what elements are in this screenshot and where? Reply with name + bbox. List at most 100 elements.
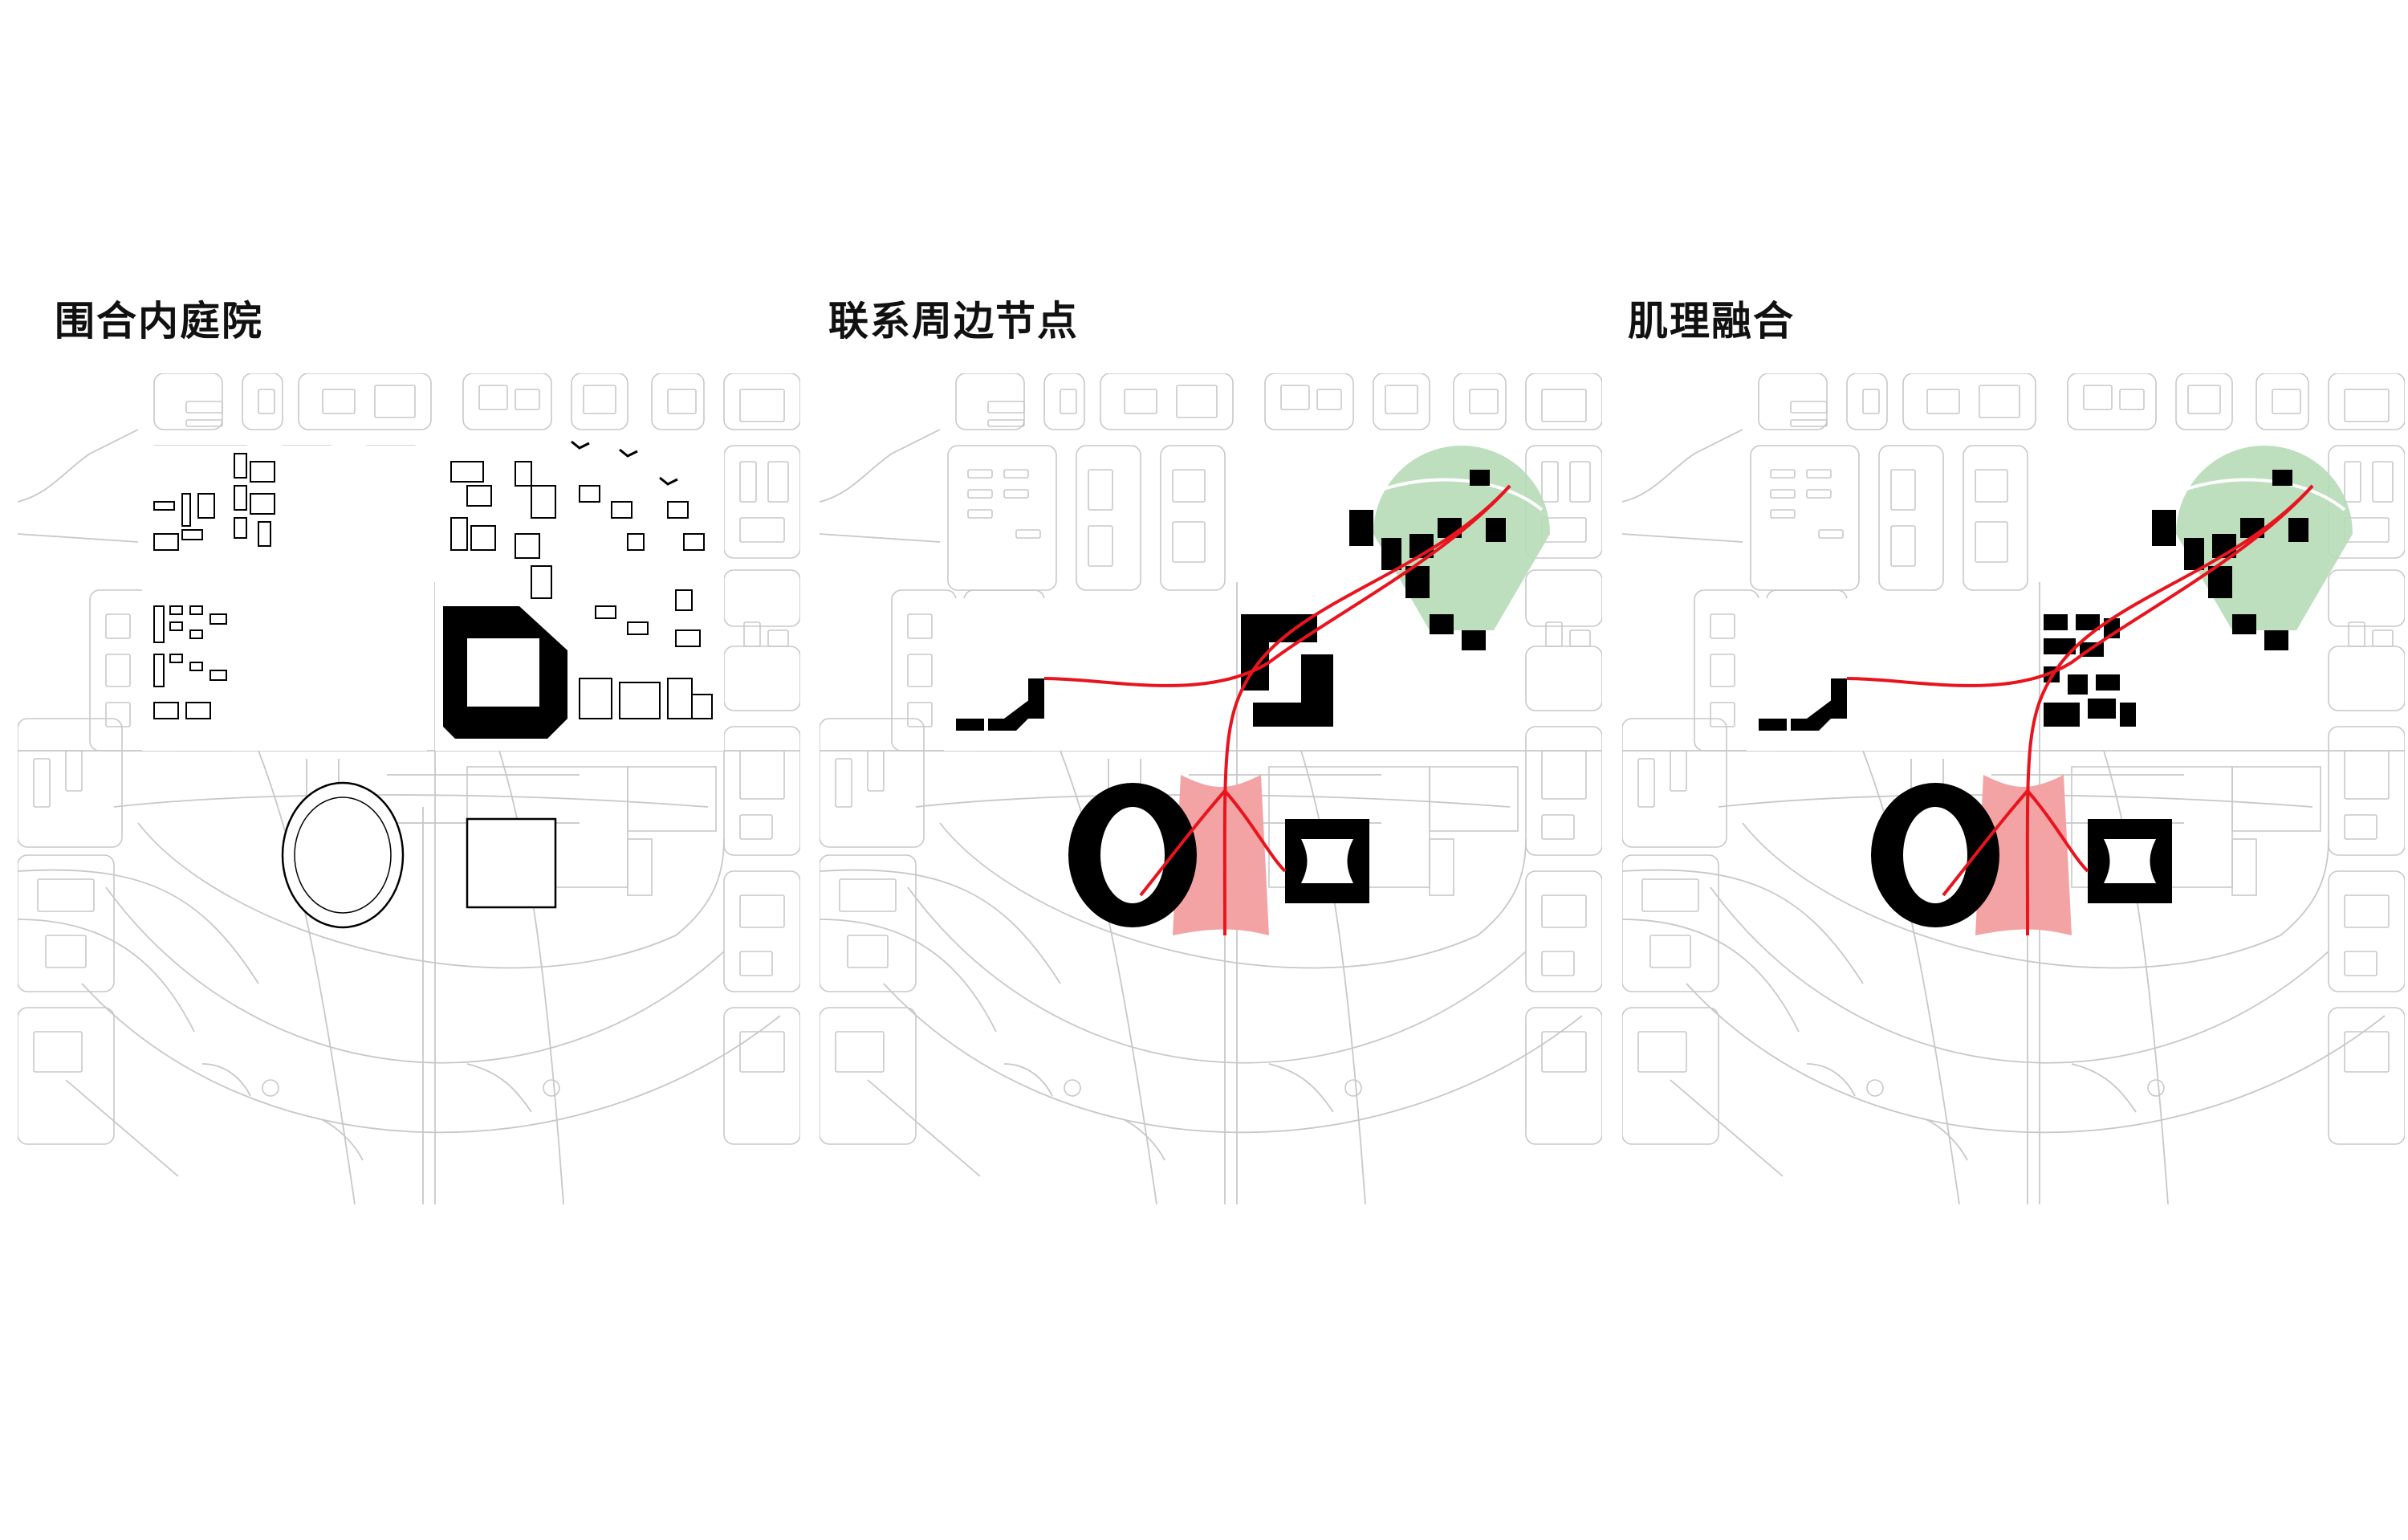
outline-building <box>515 533 540 559</box>
arena-void <box>2104 839 2156 883</box>
outline-building <box>470 525 496 551</box>
focus-block-west <box>142 446 427 751</box>
outline-building <box>181 529 203 540</box>
building-block <box>2044 638 2076 654</box>
arena-void <box>1301 839 1353 883</box>
site-plan-2 <box>820 373 1602 1204</box>
outline-building <box>169 621 183 631</box>
building-block <box>2184 538 2204 570</box>
stadium-outline <box>281 781 405 929</box>
outline-building <box>531 565 552 599</box>
outline-building <box>234 517 247 539</box>
panel-title-2: 联系周边节点 <box>828 298 1079 344</box>
focus-block <box>1747 598 2032 751</box>
site-plan-3 <box>1622 373 2405 1204</box>
inner-courtyard <box>467 638 539 707</box>
outline-building <box>189 605 203 615</box>
outline-building <box>619 682 661 719</box>
outline-building <box>515 461 532 487</box>
diagram-panel-2 <box>820 373 1602 1204</box>
panel-title-3: 肌理融合 <box>1628 298 1795 344</box>
angled-building <box>1004 695 1044 731</box>
site-plan-1 <box>18 373 800 1204</box>
outline-building <box>250 461 275 483</box>
outline-building <box>466 485 492 507</box>
building-block <box>1381 538 1401 570</box>
outline-building <box>181 493 191 527</box>
stadium-field <box>1100 807 1165 903</box>
panel-title-1: 围合内庭院 <box>55 298 263 344</box>
connection-line <box>1223 789 1287 873</box>
outline-building <box>234 485 247 511</box>
outline-building <box>531 485 556 519</box>
connection-line <box>1139 789 1226 897</box>
arena-outline <box>466 817 557 909</box>
bracket-building-bottom <box>1253 654 1333 727</box>
outline-building <box>619 448 638 458</box>
context-map <box>1622 373 2405 1204</box>
connection-line <box>1942 789 2029 897</box>
diagram-panel-3 <box>1622 373 2405 1204</box>
outline-building <box>258 521 271 547</box>
building-block <box>2088 699 2116 719</box>
outline-building <box>209 613 227 625</box>
outline-building <box>571 440 590 450</box>
outline-building <box>197 493 215 519</box>
outline-building <box>627 533 645 551</box>
stadium-field <box>1903 807 1967 903</box>
building-block <box>1791 719 1811 731</box>
building-block <box>2288 518 2308 542</box>
bracket-building-top <box>1241 614 1317 691</box>
building-block <box>1430 614 1454 634</box>
building-block <box>2264 630 2288 650</box>
building-block <box>1486 518 1506 542</box>
focus-block <box>944 598 1229 751</box>
outline-building <box>579 678 612 719</box>
outline-building <box>579 485 600 503</box>
outline-building <box>189 629 203 639</box>
connection-line <box>2026 789 2089 873</box>
building-block <box>2232 614 2256 634</box>
outline-building <box>667 678 693 719</box>
outline-building <box>675 589 693 611</box>
outline-building <box>169 654 183 663</box>
building-block <box>2120 703 2136 727</box>
outline-building <box>153 605 165 643</box>
outline-building <box>153 533 179 551</box>
outline-building <box>691 694 713 719</box>
outline-building <box>189 662 203 671</box>
building-block <box>2044 703 2080 727</box>
building-block <box>956 719 984 731</box>
outline-building <box>595 605 616 619</box>
context-map <box>18 373 800 1204</box>
outline-building <box>153 702 179 719</box>
building-block <box>2152 510 2176 546</box>
angled-building <box>1807 695 1847 731</box>
building-block <box>2076 614 2100 630</box>
building-block <box>988 719 1008 731</box>
building-block <box>2272 470 2292 486</box>
outline-building <box>153 501 175 511</box>
outline-building <box>450 517 468 551</box>
building-block <box>1470 470 1490 486</box>
outline-building <box>185 702 211 719</box>
building-footprints <box>142 440 724 929</box>
building-footprints <box>944 446 1550 936</box>
outline-building <box>250 493 275 515</box>
outline-building <box>611 501 633 519</box>
diagram-panel-1 <box>18 373 800 1204</box>
outline-building <box>659 476 678 486</box>
building-block <box>2068 674 2088 695</box>
outline-building <box>209 670 227 681</box>
outline-building <box>675 629 701 647</box>
building-block <box>1349 510 1373 546</box>
building-block <box>1759 719 1787 731</box>
stadium-inner-outline <box>294 796 392 914</box>
outline-building <box>169 605 183 615</box>
outline-building <box>153 654 165 687</box>
building-footprints <box>1747 446 2353 936</box>
building-block <box>1462 630 1486 650</box>
connection-line <box>1846 484 2314 687</box>
outline-building <box>667 501 689 519</box>
outline-building <box>627 621 649 635</box>
